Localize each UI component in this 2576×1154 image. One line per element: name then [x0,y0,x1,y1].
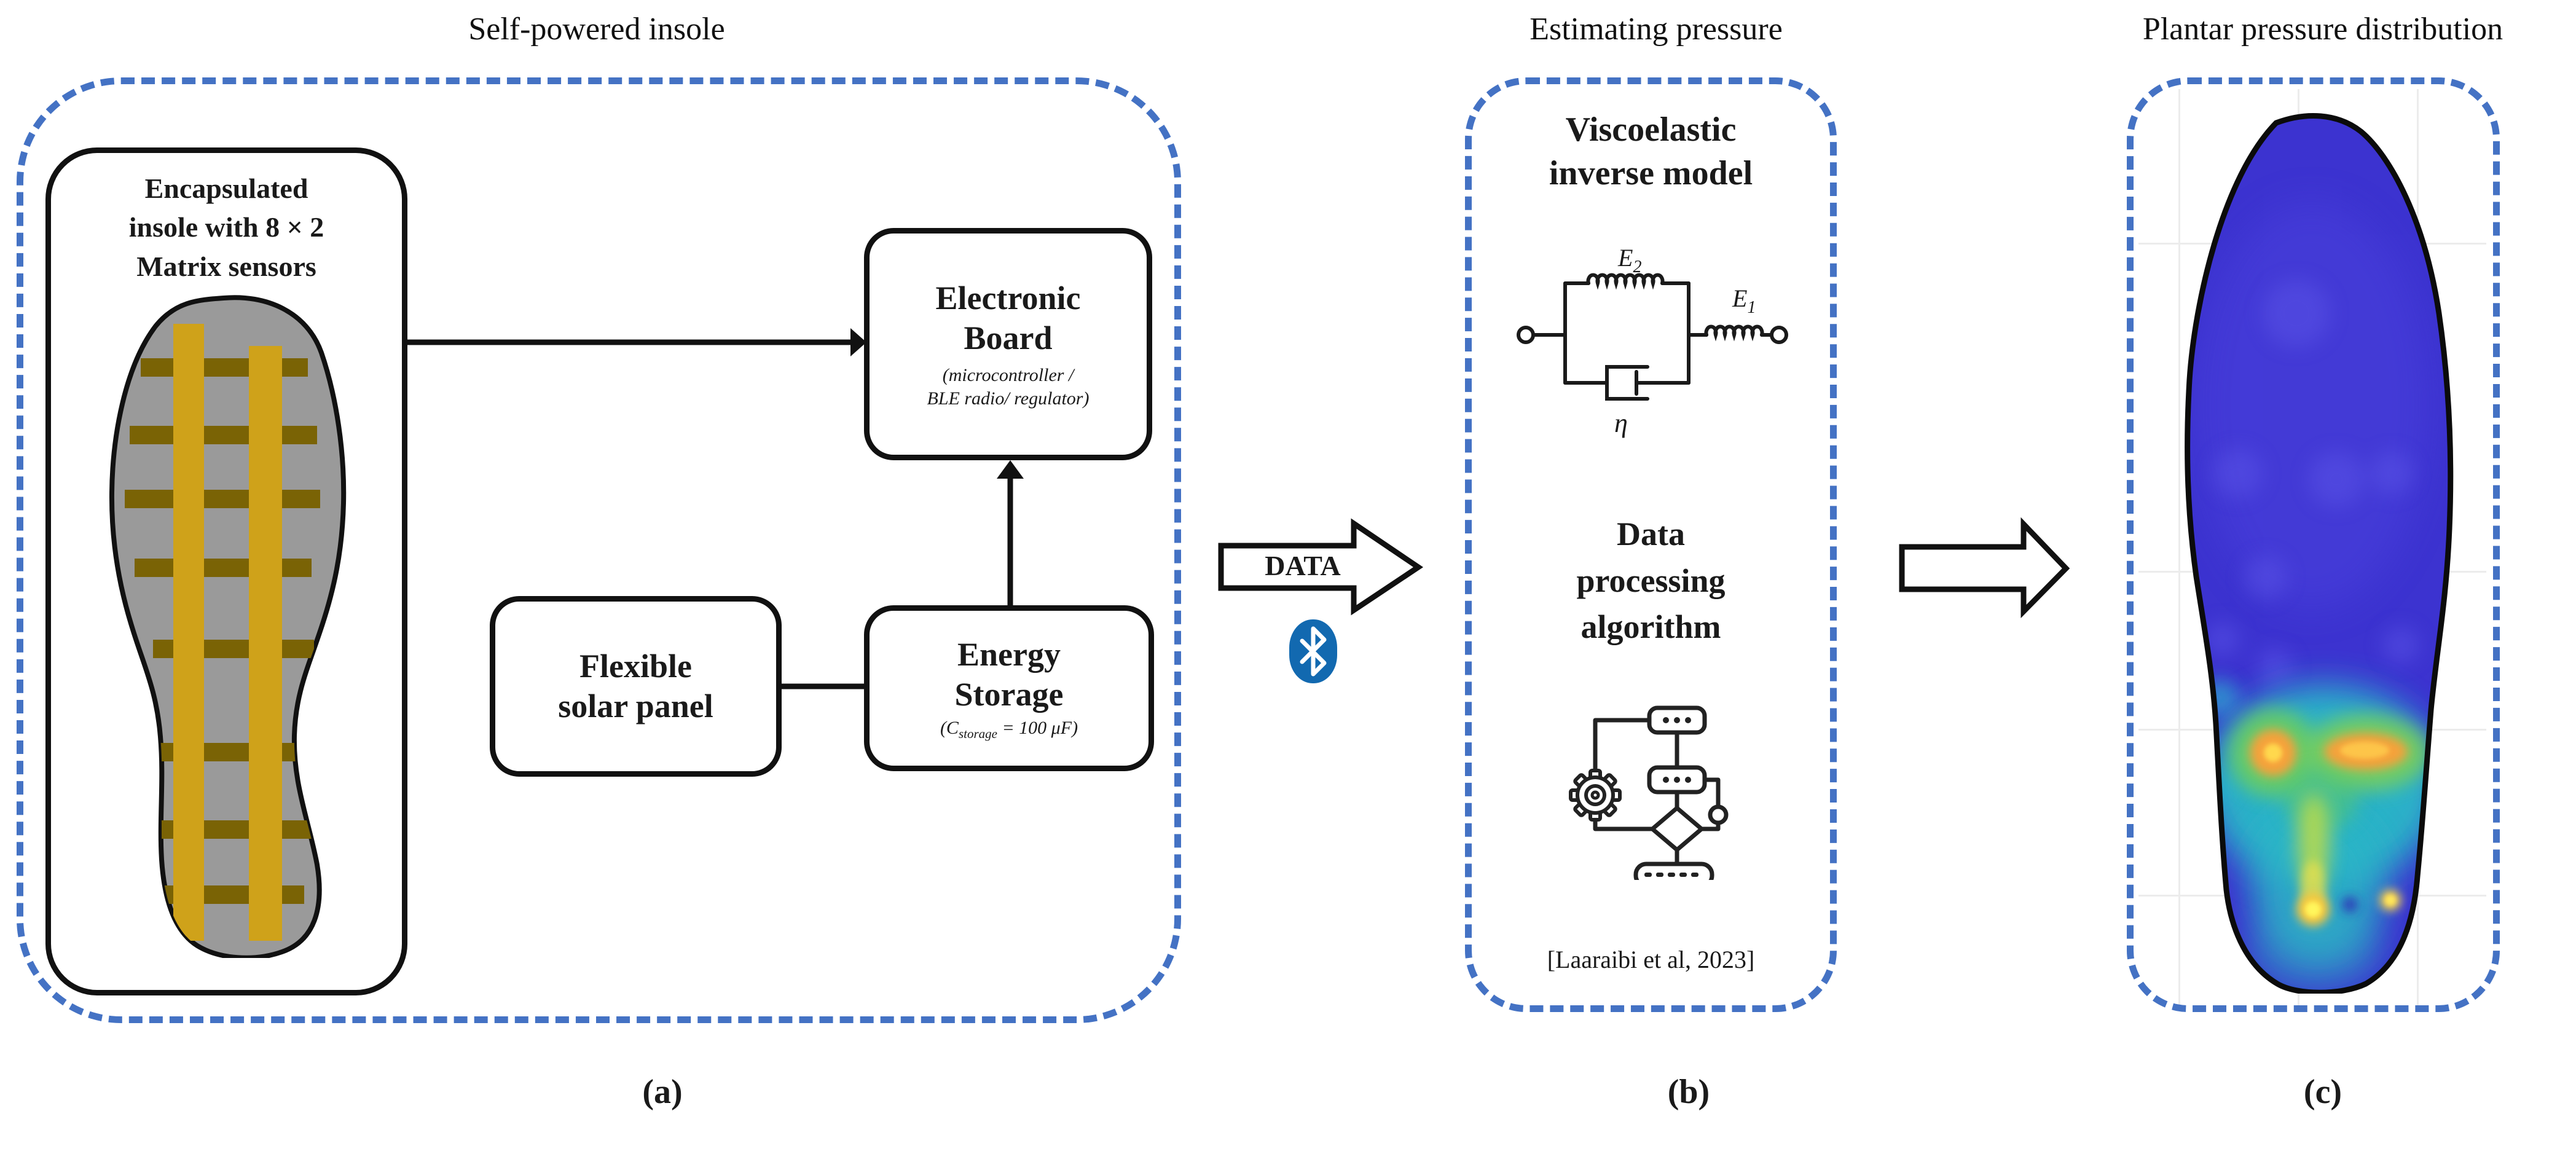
solar-panel-box: Flexible solar panel [490,596,782,777]
column-electrodes [173,324,282,941]
electronic-board-sub2: BLE radio/ regulator) [927,388,1090,409]
gear-glyph [1569,769,1622,822]
electronic-board-box: Electronic Board (microcontroller / BLE … [864,228,1152,460]
solar-panel-line2: solar panel [558,688,713,724]
cap-subscript: storage [958,726,997,742]
panel-a-title: Self-powered insole [468,12,725,47]
insole-caption-line2: insole with 8 × 2 [128,211,324,243]
spring2-label: E2 [1617,244,1641,277]
arrow-storage-to-board [997,460,1024,605]
data-block-arrow-icon [1218,518,1424,616]
insole-caption: Encapsulated insole with 8 × 2 Matrix se… [129,169,324,286]
solar-panel-title: Flexible solar panel [558,646,713,726]
electronic-board-subtitle: (microcontroller / BLE radio/ regulator) [927,364,1090,410]
electronic-board-line2: Board [964,319,1053,356]
grid-line [2178,89,2180,1008]
solar-panel-line1: Flexible [579,648,692,685]
plantar-pressure-heatmap [2185,113,2454,994]
arrow-insole-to-board [407,328,866,356]
energy-storage-subtitle: (Cstorage = 100 μF) [940,718,1078,742]
insole-footprint-graphic [109,295,347,959]
electronic-board-title: Electronic Board [936,278,1081,358]
energy-storage-title: Energy Storage [955,635,1064,715]
energy-storage-box: Energy Storage (Cstorage = 100 μF) [864,605,1154,771]
viscoelastic-line1: Viscoelastic [1565,111,1737,149]
viscoelastic-line2: inverse model [1549,154,1753,193]
panel-c-dashed-border [2127,77,2500,1012]
data-arrow-label: DATA [1265,550,1341,581]
damper-label: η [1614,408,1628,438]
insole-caption-line3: Matrix sensors [136,250,316,282]
panel-c-label: (c) [2303,1073,2342,1111]
electronic-board-sub1: (microcontroller / [942,365,1074,386]
algorithm-title: Data processing algorithm [1483,511,1818,651]
flowchart-gear-icon [1569,705,1729,880]
heatmap-field [2187,116,2451,993]
electronic-board-line1: Electronic [935,279,1081,316]
energy-storage-line1: Energy [957,635,1061,673]
bluetooth-icon [1289,619,1337,683]
encapsulated-insole-box: Encapsulated insole with 8 × 2 Matrix se… [45,147,407,995]
sensor-electrodes [125,324,320,941]
heatmap-foot-outline [2185,113,2454,994]
algorithm-line3: algorithm [1581,608,1721,646]
insole-caption-line1: Encapsulated [144,173,308,204]
panel-b-title: Estimating pressure [1530,12,1783,47]
viscoelastic-model-title: Viscoelastic inverse model [1483,108,1818,195]
transfer-block-arrow-icon [1899,517,2070,618]
panel-b-dashed-border [1465,77,1837,1012]
spring1-label: E1 [1732,285,1756,317]
cap-open: (C [940,718,959,739]
panel-b-label: (b) [1667,1073,1710,1111]
panel-c-title: Plantar pressure distribution [2142,12,2503,47]
citation-text: [Laaraibi et al, 2023] [1547,946,1755,973]
algorithm-line2: processing [1576,562,1726,599]
energy-storage-line2: Storage [954,675,1064,713]
spring-damper-zener-icon: E2 E1 η [1517,244,1788,438]
algorithm-line1: Data [1617,516,1685,552]
node-dots [1644,717,1698,877]
cap-value: = 100 μF) [997,718,1078,739]
panel-a-dashed-border [17,77,1181,1023]
insole-outline [109,295,347,959]
panel-a-label: (a) [642,1073,683,1111]
